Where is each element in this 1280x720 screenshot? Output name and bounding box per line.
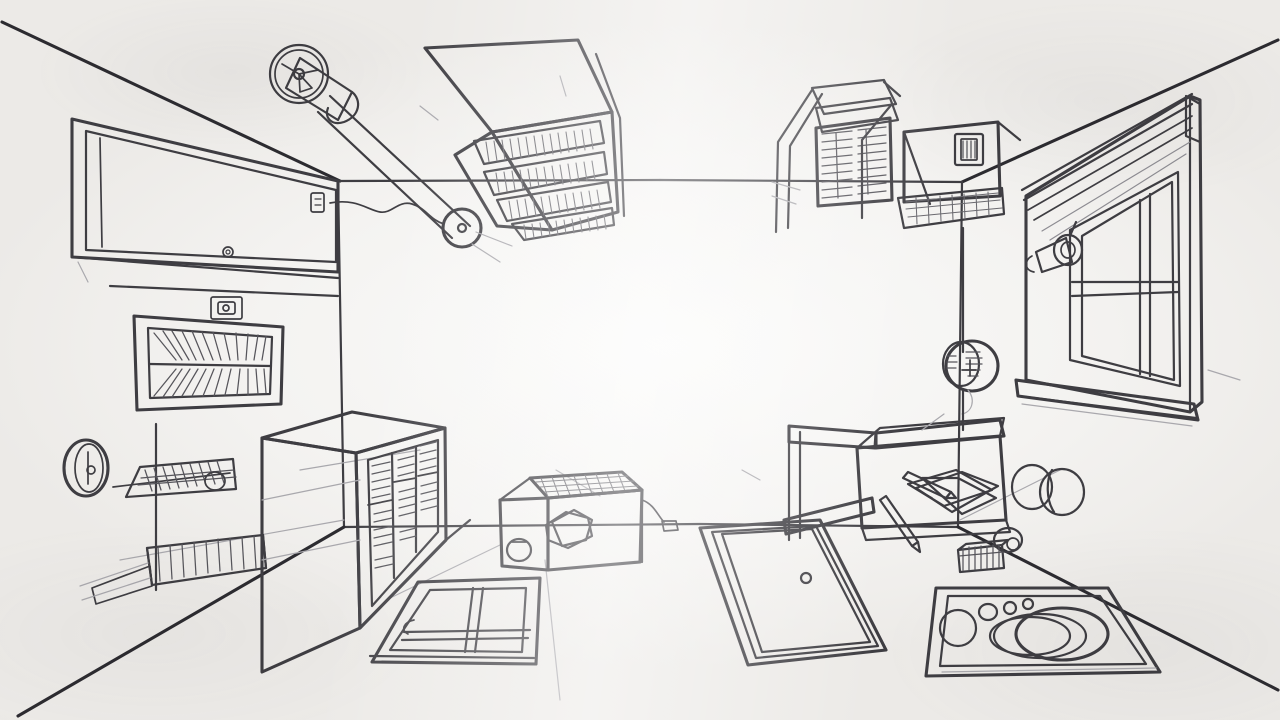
construction-line-1 <box>119 519 345 561</box>
pull-cord <box>310 192 445 225</box>
clock-hands <box>961 359 977 377</box>
center-box-left-top-edge <box>498 476 532 502</box>
vent-frame-inner <box>146 326 274 400</box>
mat-cross-vertical <box>463 586 475 654</box>
pencil-1-tip <box>944 490 958 500</box>
floor-board[interactable] <box>698 518 888 667</box>
ceiling-fan-lamp[interactable] <box>268 43 513 263</box>
board-knob <box>799 571 813 585</box>
back-wall-top-right <box>658 178 964 184</box>
desk-front-right-edge <box>998 434 1008 522</box>
wall-speaker[interactable] <box>771 78 902 234</box>
center-box-cable <box>641 499 665 523</box>
monitor-screen-lines <box>962 140 976 159</box>
panel-edge-back <box>576 38 614 114</box>
stray-5 <box>419 105 439 121</box>
window-tube[interactable] <box>1025 220 1084 274</box>
wall-monitor[interactable] <box>896 120 1022 354</box>
wall-disc-outer <box>62 438 110 498</box>
window-mullion-horizontal-2 <box>1070 290 1180 298</box>
outlet-plate <box>210 296 243 320</box>
board-inner-1 <box>710 524 880 660</box>
stray-3 <box>741 469 761 481</box>
corner-right <box>956 180 964 529</box>
bookshelf-books <box>371 441 438 569</box>
outlet-face <box>217 301 236 315</box>
blind-line-5 <box>1041 141 1191 232</box>
lamp-smudge-1 <box>475 231 513 247</box>
right-clock[interactable] <box>941 339 1000 432</box>
whiteboard[interactable] <box>70 117 340 283</box>
back-wall-top-left <box>336 178 662 183</box>
mat-cross-horizontal-2 <box>400 636 530 642</box>
desk-tray[interactable] <box>956 538 1010 574</box>
bookshelf-back-guide <box>444 518 472 542</box>
floor-line-left <box>16 525 346 718</box>
whiteboard-outer <box>70 117 340 274</box>
wall-switch-plate[interactable] <box>310 192 325 213</box>
blind-line-6 <box>1049 153 1187 241</box>
cup-right <box>1038 467 1086 517</box>
cord-wave <box>329 201 445 225</box>
rug-circle-2 <box>1002 600 1018 616</box>
ceiling-line-right <box>960 38 1280 184</box>
wall-disc[interactable] <box>62 438 110 498</box>
board-inner-2 <box>720 527 872 654</box>
shelf-objects[interactable] <box>79 422 268 605</box>
stray-4 <box>1207 369 1241 381</box>
desk-cups[interactable] <box>1010 463 1086 517</box>
vent-mid-bar <box>148 362 273 368</box>
bookshelf-left-side <box>260 436 362 674</box>
left-wall-rail <box>108 284 340 298</box>
mat-cross-vertical-2 <box>473 586 485 654</box>
bookshelf-guides <box>261 479 361 561</box>
pencil-2-tip <box>910 540 922 554</box>
speaker-top-shelf <box>810 78 898 116</box>
desk-bottom-edge <box>860 518 1012 542</box>
monitor-top-right <box>996 120 1022 142</box>
stray-1 <box>559 75 567 97</box>
mat-bottom-band <box>368 654 536 660</box>
wall-knob-center <box>225 249 231 255</box>
speaker-grille-hatching <box>821 126 887 199</box>
monitor-left-edge <box>902 130 932 206</box>
lamp-switch-ring[interactable] <box>441 207 483 249</box>
lamp-smudge-2 <box>471 243 501 263</box>
whiteboard-shadow <box>77 261 89 283</box>
wall-disc-inner <box>74 443 104 493</box>
bookshelf[interactable] <box>260 410 472 674</box>
rug-ellipse-small <box>988 615 1072 657</box>
lamp-shade-body <box>284 56 354 122</box>
center-box-paper-front <box>550 508 594 548</box>
wall-knob[interactable] <box>222 246 234 258</box>
speaker-bracket-left <box>774 88 814 234</box>
lamp-switch-center <box>456 222 468 234</box>
right-wall-group <box>771 78 1204 432</box>
bookshelf-divider-1 <box>390 451 396 580</box>
louver-row-3 <box>495 180 613 223</box>
blind-line-3 <box>1027 115 1193 211</box>
rug-circle-1 <box>977 602 999 622</box>
outlet-hole <box>222 304 230 312</box>
lamp-arm-upper <box>328 94 472 228</box>
rug-circle-3 <box>1021 597 1035 611</box>
floor-rug-right[interactable] <box>924 586 1162 678</box>
shelf-books-spines <box>157 535 257 582</box>
fan-blade-2 <box>298 73 313 93</box>
desk-pencils[interactable] <box>878 470 958 554</box>
wall-switch-rockers <box>314 198 322 206</box>
cup-left <box>1010 463 1054 511</box>
outlet[interactable] <box>210 296 243 320</box>
whiteboard-left-bevel <box>99 137 103 248</box>
louver-row-1 <box>472 119 606 166</box>
shelf-books-guides <box>79 562 151 601</box>
framed-vent[interactable] <box>132 314 285 412</box>
center-box-front-face <box>546 488 644 572</box>
center-box[interactable] <box>498 470 679 572</box>
construction-line-6 <box>544 559 561 701</box>
